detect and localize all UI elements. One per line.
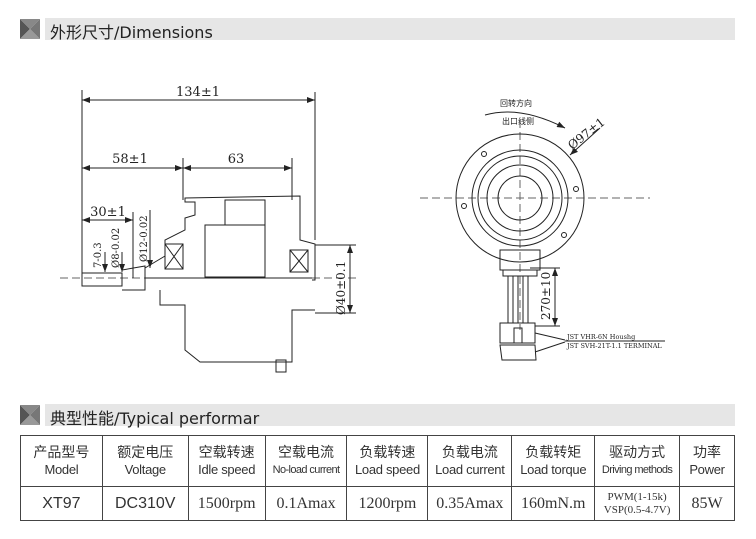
section-marker-icon xyxy=(20,405,40,425)
table-row: XT97 DC310V 1500rpm 0.1Amax 1200rpm 0.35… xyxy=(20,486,735,521)
dim-12: Ø12-0.02 xyxy=(139,215,150,262)
value-load-speed: 1200rpm xyxy=(346,486,429,521)
dim-30: 30±1 xyxy=(90,205,126,220)
dim-overall-length: 134±1 xyxy=(176,85,220,100)
section-title: 外形尺寸/Dimensions xyxy=(50,23,213,42)
section-marker-icon xyxy=(20,19,40,39)
value-model: XT97 xyxy=(20,486,103,521)
dim-58: 58±1 xyxy=(112,152,148,167)
cable-length: 270±10 xyxy=(539,272,553,320)
dim-8: Ø8-0.02 xyxy=(111,228,122,268)
performance-header: 典型性能/Typical performar xyxy=(20,404,735,428)
dim-40: Ø40±0.1 xyxy=(334,261,348,315)
dim-7: 7-0.3 xyxy=(93,242,104,268)
value-voltage: DC310V xyxy=(101,486,189,521)
value-load-torque: 160mN.m xyxy=(511,486,596,521)
dimensions-header: 外形尺寸/Dimensions xyxy=(20,18,735,42)
value-power: 85W xyxy=(679,486,735,521)
section-title: 典型性能/Typical performar xyxy=(50,409,260,428)
housing-label: JST VHR-6N Houshg xyxy=(566,333,635,341)
terminal-label: JST SVH-21T-1.1 TERMINAL xyxy=(566,342,662,350)
outlet-label: 出口线侧 xyxy=(502,116,534,126)
value-driving-methods: PWM(1-15k)VSP(0.5-4.7V) xyxy=(594,486,680,521)
dim-97: Ø97±1 xyxy=(565,115,607,152)
value-noload-current: 0.1Amax xyxy=(264,486,348,521)
value-load-current: 0.35Amax xyxy=(427,486,513,521)
dimension-drawing: 134±1 58±1 63 30±1 7-0.3 Ø8-0.02 Ø12-0.0… xyxy=(60,85,665,373)
rotation-label: 回转方向 xyxy=(500,98,532,108)
dim-63: 63 xyxy=(228,152,245,167)
value-idle-speed: 1500rpm xyxy=(187,486,266,521)
